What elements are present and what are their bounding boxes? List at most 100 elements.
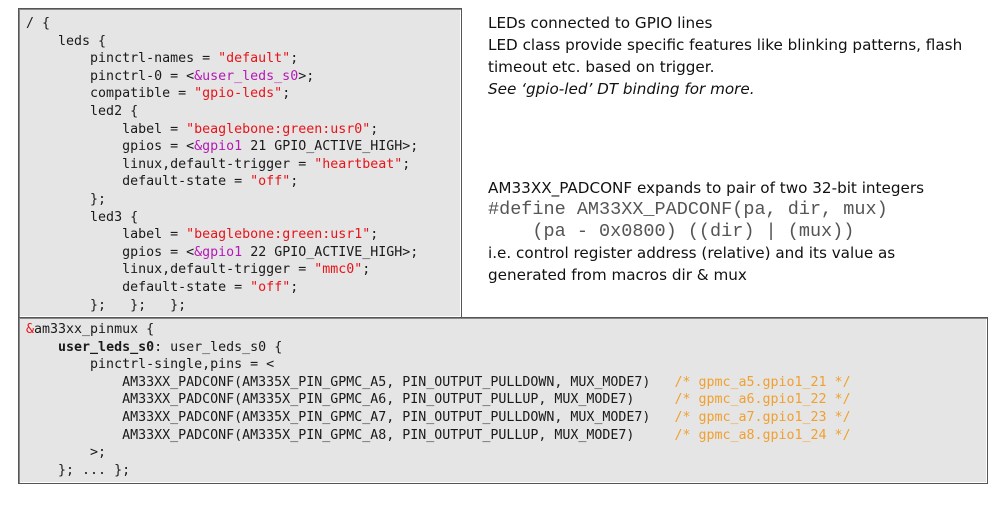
pinmux-code-block: &am33xx_pinmux { user_leds_s0: user_leds… bbox=[18, 317, 988, 484]
code-line: pinctrl-0 = <&user_leds_s0>; bbox=[26, 68, 461, 86]
code-indent bbox=[26, 227, 122, 242]
code-line: default-state = "off"; bbox=[26, 279, 461, 297]
code-line: pinctrl-names = "default"; bbox=[26, 50, 461, 68]
code-comment: /* gpmc_a7.gpio1_23 */ bbox=[674, 409, 851, 425]
code-line: }; ... }; bbox=[26, 462, 987, 480]
note-line: generated from macros dir & mux bbox=[488, 266, 747, 284]
code-reference: &gpio1 bbox=[194, 139, 243, 155]
code-text: 22 GPIO_ACTIVE_HIGH>; bbox=[242, 244, 419, 260]
code-string: "off" bbox=[250, 174, 291, 190]
code-line: AM33XX_PADCONF(AM335X_PIN_GPMC_A6, PIN_O… bbox=[26, 391, 987, 409]
code-indent bbox=[26, 298, 90, 313]
code-text: AM33XX_PADCONF(AM335X_PIN_GPMC_A5, PIN_O… bbox=[122, 374, 675, 390]
code-label: user_leds_s0 bbox=[58, 339, 155, 355]
code-text: pinctrl-0 = < bbox=[90, 68, 195, 84]
code-text: label = bbox=[122, 121, 187, 137]
code-text: ; bbox=[402, 156, 411, 172]
code-indent bbox=[26, 280, 122, 295]
code-ampersand: & bbox=[26, 322, 35, 337]
code-text: default-state = bbox=[122, 279, 251, 295]
code-line: user_leds_s0: user_leds_s0 { bbox=[26, 339, 987, 357]
code-indent bbox=[26, 392, 122, 407]
code-text: AM33XX_PADCONF(AM335X_PIN_GPMC_A8, PIN_O… bbox=[122, 427, 675, 443]
code-text: ; bbox=[370, 227, 379, 243]
note-line: LED class provide specific features like… bbox=[488, 36, 963, 54]
code-indent bbox=[26, 210, 90, 225]
code-line: led3 { bbox=[26, 209, 461, 227]
code-text: gpios = < bbox=[122, 139, 195, 155]
code-string: "heartbeat" bbox=[314, 156, 403, 172]
code-text: pinctrl-single,pins = < bbox=[90, 357, 275, 373]
code-text: am33xx_pinmux { bbox=[34, 322, 155, 337]
code-text: linux,default-trigger = bbox=[122, 156, 315, 172]
code-indent bbox=[26, 122, 122, 137]
code-indent bbox=[26, 34, 58, 49]
code-indent bbox=[26, 51, 90, 66]
code-text: }; ... }; bbox=[58, 462, 131, 478]
code-indent bbox=[26, 86, 90, 101]
code-indent bbox=[26, 139, 122, 154]
code-text: leds { bbox=[58, 33, 107, 49]
code-indent bbox=[26, 340, 58, 355]
code-indent bbox=[26, 69, 90, 84]
code-text: ; bbox=[290, 174, 299, 190]
code-line: compatible = "gpio-leds"; bbox=[26, 85, 461, 103]
code-text: : user_leds_s0 { bbox=[154, 339, 283, 355]
code-line: AM33XX_PADCONF(AM335X_PIN_GPMC_A8, PIN_O… bbox=[26, 427, 987, 445]
code-text: compatible = bbox=[90, 86, 195, 102]
code-line: }; bbox=[26, 191, 461, 209]
code-indent bbox=[26, 357, 90, 372]
code-comment: /* gpmc_a8.gpio1_24 */ bbox=[674, 427, 851, 443]
code-text: pinctrl-names = bbox=[90, 51, 219, 67]
code-text: }; }; }; bbox=[90, 297, 187, 313]
code-indent bbox=[26, 410, 122, 425]
code-text: led3 { bbox=[90, 209, 139, 225]
code-indent bbox=[26, 174, 122, 189]
code-text: >; bbox=[298, 68, 315, 84]
code-reference: &user_leds_s0 bbox=[194, 68, 299, 84]
padconf-description: AM33XX_PADCONF expands to pair of two 32… bbox=[488, 177, 988, 286]
code-indent bbox=[26, 463, 58, 478]
code-line: gpios = <&gpio1 22 GPIO_ACTIVE_HIGH>; bbox=[26, 244, 461, 262]
code-reference: &gpio1 bbox=[194, 244, 243, 260]
code-line: AM33XX_PADCONF(AM335X_PIN_GPMC_A5, PIN_O… bbox=[26, 374, 987, 392]
code-line: label = "beaglebone:green:usr0"; bbox=[26, 121, 461, 139]
code-text: }; bbox=[90, 191, 107, 207]
code-line: led2 { bbox=[26, 103, 461, 121]
code-line: >; bbox=[26, 444, 987, 462]
code-indent bbox=[26, 262, 122, 277]
code-text: / { bbox=[26, 16, 51, 31]
code-text: ; bbox=[290, 279, 299, 295]
code-text: AM33XX_PADCONF(AM335X_PIN_GPMC_A6, PIN_O… bbox=[122, 392, 675, 408]
code-line: AM33XX_PADCONF(AM335X_PIN_GPMC_A7, PIN_O… bbox=[26, 409, 987, 427]
code-string: "off" bbox=[250, 279, 291, 295]
code-text: gpios = < bbox=[122, 244, 195, 260]
code-line: linux,default-trigger = "mmc0"; bbox=[26, 261, 461, 279]
code-string: "mmc0" bbox=[314, 262, 363, 278]
code-line: leds { bbox=[26, 33, 461, 51]
code-string: "beaglebone:green:usr1" bbox=[186, 227, 371, 243]
code-text: 21 GPIO_ACTIVE_HIGH>; bbox=[242, 139, 419, 155]
code-indent bbox=[26, 445, 90, 460]
binding-reference-note: See ‘gpio-led’ DT binding for more. bbox=[488, 80, 755, 98]
code-line: / { bbox=[26, 15, 461, 33]
code-indent bbox=[26, 375, 122, 390]
note-line: timeout etc. based on trigger. bbox=[488, 58, 715, 76]
code-indent bbox=[26, 245, 122, 260]
code-string: "gpio-leds" bbox=[194, 86, 283, 102]
code-text: default-state = bbox=[122, 174, 251, 190]
code-text: AM33XX_PADCONF(AM335X_PIN_GPMC_A7, PIN_O… bbox=[122, 409, 675, 425]
code-line: linux,default-trigger = "heartbeat"; bbox=[26, 156, 461, 174]
code-text: ; bbox=[282, 86, 291, 102]
code-indent bbox=[26, 157, 122, 172]
code-line: default-state = "off"; bbox=[26, 173, 461, 191]
code-line: label = "beaglebone:green:usr1"; bbox=[26, 226, 461, 244]
define-macro-expansion: (pa - 0x0800) ((dir) | (mux)) bbox=[488, 220, 855, 242]
note-line: i.e. control register address (relative)… bbox=[488, 244, 896, 262]
code-string: "beaglebone:green:usr0" bbox=[186, 121, 371, 137]
code-indent bbox=[26, 428, 122, 443]
code-comment: /* gpmc_a5.gpio1_21 */ bbox=[674, 374, 851, 390]
note-line: LEDs connected to GPIO lines bbox=[488, 14, 713, 32]
code-comment: /* gpmc_a6.gpio1_22 */ bbox=[674, 392, 851, 408]
code-indent bbox=[26, 104, 90, 119]
